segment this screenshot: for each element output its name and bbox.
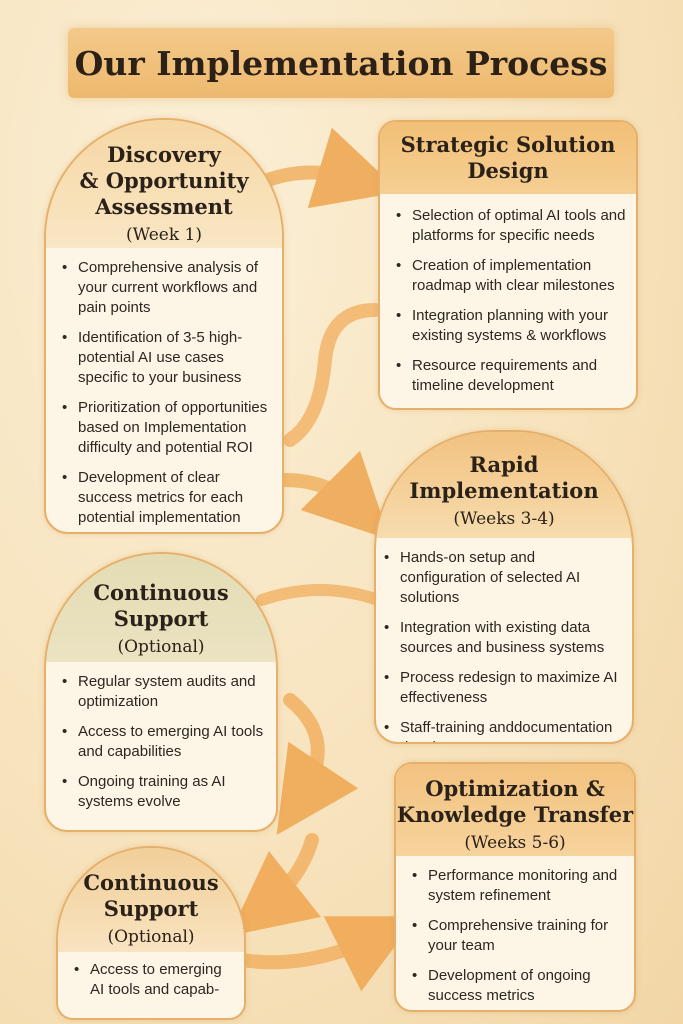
step-discovery-title-3: Assessment (95, 194, 233, 219)
step-strategic-title-1: Strategic Solution (400, 132, 616, 157)
step-discovery-title-1: Discovery (107, 142, 221, 167)
arrow-discovery-to-strategic (261, 127, 401, 209)
step-support-2-header: Continuous Support (Optional) (58, 848, 244, 952)
bullet-item: Hands-on setup and configuration of sele… (384, 548, 622, 608)
step-strategic-title-2: Design (467, 158, 549, 183)
step-optimization-title-1: Optimization & (425, 776, 605, 801)
step-support-1-subtitle: (Optional) (117, 637, 205, 657)
bullet-item: Development of clear success metrics for… (62, 468, 272, 528)
bullet-item: Performance monitoring and system refine… (412, 866, 624, 906)
step-discovery-bullets: Comprehensive analysis of your current w… (46, 248, 282, 528)
step-optimization-bullets: Performance monitoring and system refine… (396, 856, 634, 1006)
step-rapid: Rapid Implementation (Weeks 3-4) Hands-o… (374, 430, 634, 744)
bullet-item: Integration with existing data sources a… (384, 618, 622, 658)
step-support-2-title-1: Continuous (83, 870, 219, 895)
arrow-strategic-curve (283, 303, 382, 447)
arrow-discovery-to-rapid (278, 450, 390, 540)
step-support-1-title-1: Continuous (93, 580, 229, 605)
step-support-2-subtitle: (Optional) (107, 927, 195, 947)
bullet-item: Comprehensive training for your team (412, 916, 624, 956)
step-support-2-bullets: Access to emerging AI tools and capab- (58, 952, 244, 1000)
step-strategic: Strategic Solution Design Selection of o… (378, 120, 638, 410)
step-discovery: Discovery & Opportunity Assessment (Week… (44, 118, 284, 534)
arrow-support-down (276, 693, 359, 835)
step-rapid-subtitle: (Weeks 3-4) (453, 509, 555, 529)
step-support-1-bullets: Regular system audits and optimization A… (46, 662, 276, 812)
step-discovery-subtitle: (Week 1) (126, 225, 202, 245)
step-rapid-title-1: Rapid (469, 452, 539, 477)
step-optimization: Optimization & Knowledge Transfer (Weeks… (394, 762, 636, 1012)
bullet-item: Resource requirements and timeline devel… (396, 356, 626, 396)
step-rapid-title-2: Implementation (409, 478, 599, 503)
bullet-item: Prioritization of opportunities based on… (62, 398, 272, 458)
step-optimization-subtitle: (Weeks 5-6) (464, 833, 566, 853)
bullet-item: Staff-training anddocumentation developm… (384, 718, 622, 742)
step-rapid-bullets: Hands-on setup and configuration of sele… (376, 538, 632, 742)
bullet-item: Ongoing training as AI systems evolve (62, 772, 266, 812)
bullet-item: Integration planning with your existing … (396, 306, 626, 346)
step-support-1-header: Continuous Support (Optional) (46, 554, 276, 662)
step-strategic-header: Strategic Solution Design (380, 122, 636, 194)
arrow-support2-to-optimization (235, 916, 418, 992)
page-title: Our Implementation Process (74, 43, 608, 83)
bullet-item: Access to emerging AI tools and capabili… (62, 722, 266, 762)
step-optimization-header: Optimization & Knowledge Transfer (Weeks… (396, 764, 634, 856)
bullet-item: Identification of 3-5 high-potential AI … (62, 328, 272, 388)
bullet-item: Creation of implementation roadmap with … (396, 256, 626, 296)
bullet-item: Regular system audits and optimization (62, 672, 266, 712)
step-strategic-bullets: Selection of optimal AI tools and platfo… (380, 194, 636, 396)
bullet-item: Access to emerging AI tools and capab- (74, 960, 234, 1000)
step-discovery-header: Discovery & Opportunity Assessment (Week… (46, 120, 282, 248)
arrow-rapid-to-support (256, 584, 384, 606)
title-banner: Our Implementation Process (68, 28, 614, 98)
bullet-item: Process redesign to maximize AI effectiv… (384, 668, 622, 708)
step-support-1: Continuous Support (Optional) Regular sy… (44, 552, 278, 832)
step-rapid-header: Rapid Implementation (Weeks 3-4) (376, 432, 632, 538)
bullet-item: Selection of optimal AI tools and platfo… (396, 206, 626, 246)
bullet-item: Development of ongoing success metrics (412, 966, 624, 1006)
step-discovery-title-2: & Opportunity (79, 168, 249, 193)
step-support-2: Continuous Support (Optional) Access to … (56, 846, 246, 1020)
arrow-to-support2 (229, 833, 321, 937)
bullet-item: Comprehensive analysis of your current w… (62, 258, 272, 318)
step-support-1-title-2: Support (113, 606, 209, 631)
step-optimization-title-2: Knowledge Transfer (396, 802, 634, 827)
step-support-2-title-2: Support (103, 896, 199, 921)
